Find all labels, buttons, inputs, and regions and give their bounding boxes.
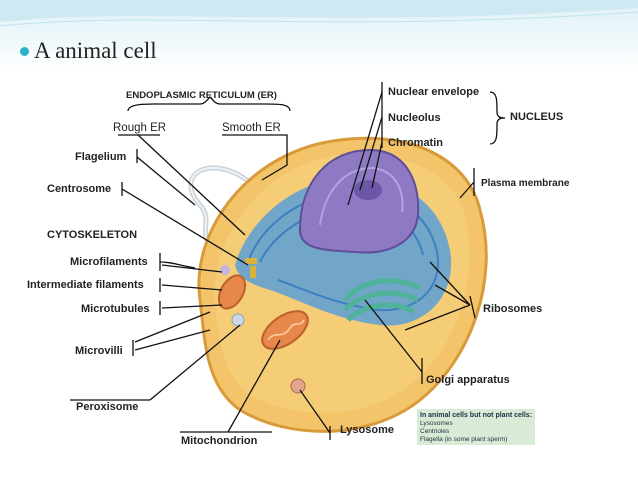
label-cytoskeleton: CYTOSKELETON — [47, 229, 138, 241]
label-chromatin: Chromatin — [388, 137, 443, 149]
infobox-item: Centrioles — [420, 428, 450, 435]
er-bracket — [127, 96, 291, 112]
label-golgi: Golgi apparatus — [426, 374, 510, 386]
label-nucleolus: Nucleolus — [388, 112, 441, 124]
infobox-heading: In animal cells but not plant cells: — [420, 412, 533, 419]
label-mitochondrion: Mitochondrion — [181, 435, 258, 447]
centrosome — [245, 258, 257, 278]
peroxisome — [231, 313, 245, 327]
label-peroxisome: Peroxisome — [76, 401, 139, 413]
label-plasma-membrane: Plasma membrane — [481, 178, 570, 189]
label-rough-er: Rough ER — [113, 122, 167, 134]
label-microfilaments: Microfilaments — [70, 256, 148, 268]
bullet-icon — [20, 47, 29, 56]
label-microtubules: Microtubules — [81, 303, 150, 315]
label-smooth-er: Smooth ER — [222, 122, 281, 134]
nucleolus — [354, 180, 382, 200]
label-nucleus: NUCLEUS — [510, 111, 564, 123]
slide-title: A animal cell — [34, 38, 157, 63]
mitochondrion-2 — [217, 274, 247, 310]
nucleus-bracket — [489, 91, 506, 145]
label-flagelium: Flagelium — [75, 151, 127, 163]
label-lysosome: Lysosome — [340, 424, 395, 436]
label-nuclear-envelope: Nuclear envelope — [388, 86, 480, 98]
label-microvilli: Microvilli — [75, 345, 123, 357]
lysosome — [290, 378, 306, 394]
label-ribosomes: Ribosomes — [483, 303, 543, 315]
title-banner-wave — [0, 0, 638, 27]
label-centrosome: Centrosome — [47, 183, 112, 195]
cytoskeleton-bracket — [159, 261, 196, 269]
infobox-item: Flagella (in some plant sperm) — [420, 436, 508, 443]
label-er: ENDOPLASMIC RETICULUM (ER) — [126, 90, 277, 101]
nucleus — [298, 148, 420, 254]
mitochondrion — [261, 310, 309, 350]
infobox-item: Lysosomes — [420, 420, 453, 427]
animal-only-infobox: In animal cells but not plant cells: Lys… — [417, 409, 535, 445]
golgi-apparatus — [343, 278, 422, 322]
label-intermediate-filaments: Intermediate filaments — [27, 279, 144, 291]
